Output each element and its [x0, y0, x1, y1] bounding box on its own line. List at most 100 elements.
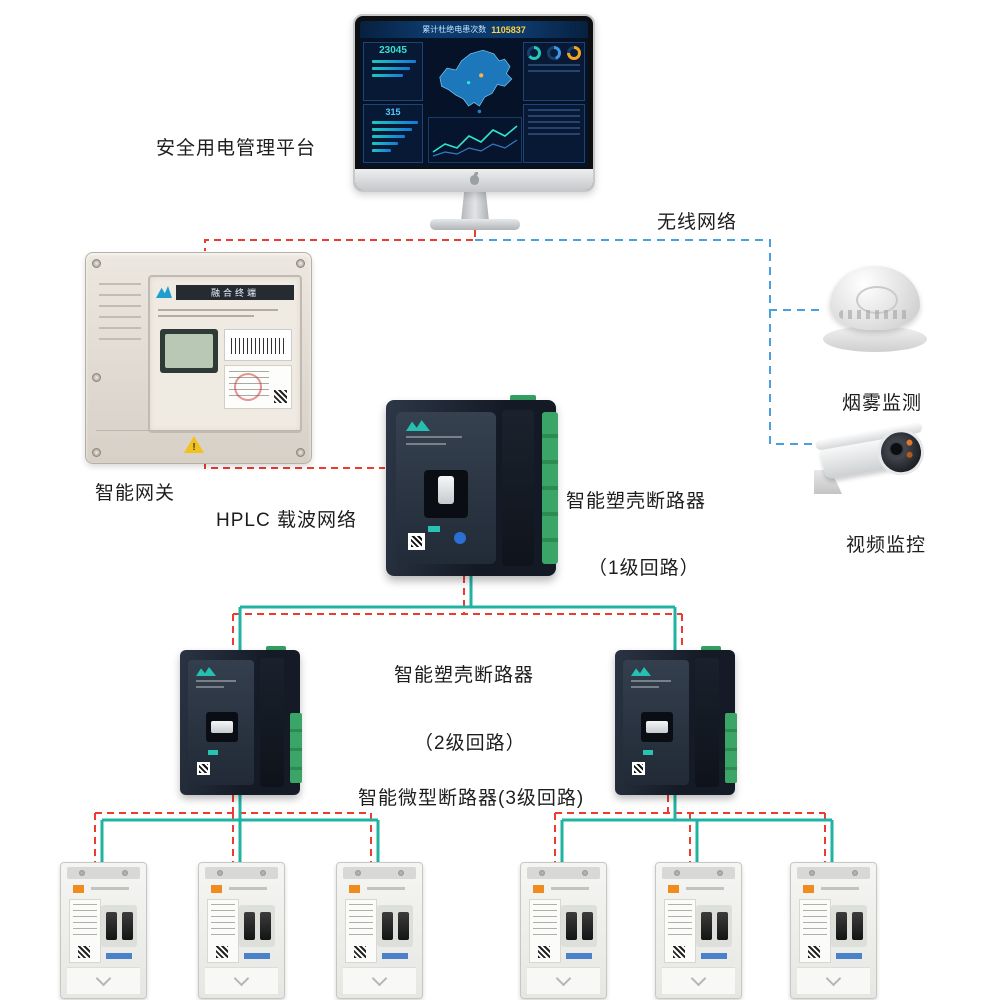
- mcb-terminal-top: [205, 867, 278, 879]
- dashboard-stat-value: 23045: [379, 45, 407, 56]
- connection-red-level2-right-group: [554, 795, 826, 863]
- dashboard-bar: [372, 74, 403, 77]
- mcb-toggle-handles: [696, 905, 732, 947]
- mcb-indicator: [668, 885, 679, 893]
- smoke-detector-device: [823, 266, 927, 356]
- mccb-toggle-handle: [438, 476, 454, 504]
- miniature-circuit-breaker-1: [60, 862, 147, 999]
- label-mcb-level3: 智能微型断路器(3级回路): [358, 788, 585, 809]
- mcb-indicator: [803, 885, 814, 893]
- dashboard-line-chart: [428, 117, 522, 163]
- mcb-bottom-lever: [527, 967, 600, 994]
- mcb-bottom-lever: [662, 967, 735, 994]
- dashboard-screen: 累计杜绝电患次数 1105837 23045 315: [360, 21, 588, 167]
- down-arrow-icon: [371, 970, 388, 987]
- down-arrow-icon: [555, 970, 572, 987]
- mcb-terminal-top: [527, 867, 600, 879]
- connection-red-level1-level2: [232, 576, 683, 651]
- mccb-terminal-strip: [290, 713, 302, 783]
- mccb-front-face: [396, 412, 496, 564]
- screw-icon: [92, 373, 101, 382]
- connection-monitor-gateway: [204, 230, 476, 251]
- brand-wave-icon: [631, 667, 651, 676]
- gateway-barcode-label: [224, 329, 292, 361]
- mcb-terminal-top: [797, 867, 870, 879]
- dashboard-list-panel: [523, 104, 585, 163]
- mcb-text-line: [821, 887, 859, 890]
- mcb-toggle-handles: [831, 905, 867, 947]
- dashboard-donut-teal: [527, 46, 541, 60]
- mcb-toggle-handles: [101, 905, 137, 947]
- mcb-terminal-top: [67, 867, 140, 879]
- mccb-terminal-strip: [542, 412, 558, 564]
- monitor-stand-neck: [461, 190, 489, 221]
- mccb-text-line: [631, 680, 671, 682]
- mccb-text-line: [631, 686, 659, 688]
- mcb-blue-tag: [244, 953, 270, 959]
- mccb-level1-device: [386, 395, 558, 576]
- gateway-lcd-screen: [160, 329, 218, 373]
- screw-icon: [92, 448, 101, 457]
- mccb-status-indicator: [208, 750, 218, 755]
- dashboard-stat2-value: 315: [385, 107, 401, 117]
- surveillance-camera-device: [810, 412, 944, 508]
- dashboard-bar: [372, 149, 391, 152]
- monitor-stand-base: [430, 219, 520, 230]
- mccb-level2-left-device: [180, 646, 302, 795]
- mcb-label-area: [664, 899, 696, 963]
- mcb-indicator: [349, 885, 360, 893]
- dashboard-header-title: 累计杜绝电患次数: [422, 25, 487, 34]
- miniature-circuit-breaker-5: [655, 862, 742, 999]
- qr-code-icon: [408, 533, 425, 550]
- miniature-circuit-breaker-6: [790, 862, 877, 999]
- gateway-text-line: [158, 309, 278, 311]
- label-gateway: 智能网关: [95, 483, 176, 504]
- dashboard-donut-orange: [567, 46, 581, 60]
- gateway-vents: [99, 283, 141, 347]
- gateway-spec-sticker: [224, 365, 292, 409]
- smoke-detector-base: [823, 326, 927, 352]
- mcb-label-area: [345, 899, 377, 963]
- mccb-terminal-strip: [725, 713, 737, 783]
- dashboard-stat-panel: 23045: [363, 42, 423, 101]
- mcb-bottom-lever: [797, 967, 870, 994]
- connection-teal-level2-right-group: [560, 795, 834, 863]
- dashboard-bar: [372, 128, 412, 131]
- dashboard-donut-panel: [523, 42, 585, 101]
- mcb-terminal-top: [343, 867, 416, 879]
- screw-icon: [92, 259, 101, 268]
- mcb-terminal-top: [662, 867, 735, 879]
- mccb-text-line: [196, 680, 236, 682]
- mcb-blue-tag: [382, 953, 408, 959]
- qr-code-icon: [197, 762, 210, 775]
- dashboard-bar: [372, 121, 418, 124]
- dashboard-bar: [372, 60, 416, 63]
- connection-wireless-camera: [769, 310, 812, 445]
- smoke-detector-vents: [839, 310, 911, 319]
- smart-gateway-device: 融合终端: [85, 252, 312, 464]
- down-arrow-icon: [690, 970, 707, 987]
- mcb-text-line: [229, 887, 267, 890]
- mccb-side-unit: [260, 658, 284, 787]
- apple-logo-icon: [469, 171, 479, 185]
- gateway-seam: [96, 430, 301, 431]
- down-arrow-icon: [95, 970, 112, 987]
- mcb-toggle-handles: [239, 905, 275, 947]
- mcb-bottom-lever: [205, 967, 278, 994]
- gateway-brand-icon: [156, 286, 172, 298]
- screw-icon: [296, 448, 305, 457]
- dashboard-header: 累计杜绝电患次数 1105837: [360, 21, 588, 38]
- mcb-text-line: [367, 887, 405, 890]
- mccb-text-line: [406, 436, 462, 438]
- dashboard-donut-blue: [547, 46, 561, 60]
- warning-triangle-icon: [184, 436, 204, 453]
- brand-wave-icon: [406, 420, 430, 431]
- mcb-bottom-lever: [67, 967, 140, 994]
- down-arrow-icon: [233, 970, 250, 987]
- label-smoke-monitor: 烟雾监测: [842, 393, 923, 414]
- dashboard-header-value: 1105837: [491, 24, 526, 35]
- dashboard-bar-chart-panel: 315: [363, 104, 423, 163]
- mccb-text-line: [406, 443, 446, 445]
- dashboard-bar: [372, 135, 405, 138]
